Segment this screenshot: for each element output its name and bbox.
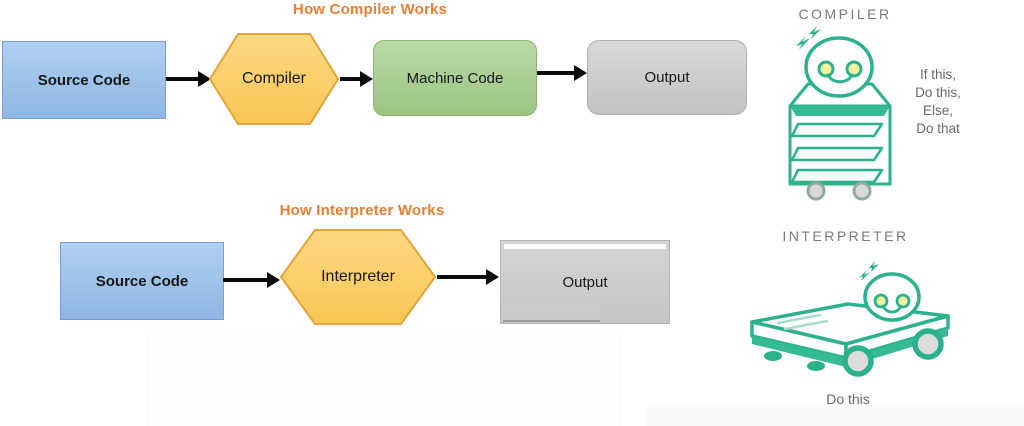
arrow-icon	[340, 71, 373, 87]
window-corner-line	[503, 304, 600, 322]
background-tint	[145, 334, 622, 426]
arrow-head-icon	[360, 71, 373, 87]
note-line: Do that	[916, 121, 960, 136]
wheel-icon	[842, 345, 874, 377]
arrow-icon	[223, 272, 280, 288]
wheel-icon	[912, 328, 944, 360]
wheel-icon	[852, 181, 872, 201]
interpreter-illustration-note: Do this	[826, 391, 870, 407]
hexagon-shape-icon	[209, 33, 339, 125]
interpreter-hexagon-node: Interpreter	[280, 229, 436, 325]
robot-eye-icon	[817, 60, 835, 78]
robot-eye-icon	[845, 60, 863, 78]
lightning-bolt-icon	[869, 261, 879, 272]
arrow-shaft	[437, 275, 486, 279]
source-code-node-compiler: Source Code	[2, 41, 166, 119]
compiler-flow-title: How Compiler Works	[292, 1, 448, 18]
window-highlight-strip	[504, 244, 666, 249]
machine-code-label: Machine Code	[406, 69, 504, 87]
source-code-label: Source Code	[95, 272, 189, 290]
compiler-illustration-note: If this, Do this, Else, Do that	[890, 66, 986, 138]
output-node-compiler: Output	[587, 40, 747, 115]
source-code-node-interpreter: Source Code	[60, 242, 224, 320]
note-line: Do this,	[915, 85, 961, 100]
output-label: Output	[644, 69, 690, 86]
wheel-icon	[807, 361, 825, 371]
robot-eye-icon	[895, 293, 911, 309]
robot-eye-icon	[873, 293, 889, 309]
arrow-icon	[437, 269, 499, 285]
wheel-icon	[764, 351, 782, 361]
lightning-bolt-icon	[796, 36, 810, 50]
output-node-interpreter: Output	[500, 240, 670, 324]
interpreter-flow-title: How Interpreter Works	[279, 202, 445, 219]
arrow-icon	[537, 65, 587, 81]
arrow-shaft	[537, 71, 574, 75]
note-line: If this,	[919, 67, 956, 82]
lightning-bolt-icon	[809, 26, 821, 39]
arrow-head-icon	[486, 269, 499, 285]
arrow-head-icon	[267, 272, 280, 288]
lightning-bolt-icon	[859, 270, 870, 281]
interpreter-robot-illustration	[750, 261, 950, 377]
output-label: Output	[562, 273, 608, 291]
wheel-icon	[806, 181, 826, 201]
hexagon-shape-icon	[280, 229, 436, 325]
arrow-shaft	[223, 278, 267, 282]
background-tint	[647, 407, 1024, 426]
arrow-head-icon	[198, 71, 211, 87]
compiler-hexagon-node: Compiler	[209, 33, 339, 125]
arrow-head-icon	[574, 65, 587, 81]
compiler-illustration-label: COMPILER	[798, 6, 892, 22]
note-line: Else,	[922, 103, 953, 118]
arrow-shaft	[166, 77, 198, 81]
compiler-robot-illustration	[788, 26, 892, 201]
arrow-icon	[166, 71, 211, 87]
interpreter-node-label: Interpreter	[321, 268, 395, 285]
compiler-node-label: Compiler	[241, 70, 306, 87]
interpreter-illustration-label: INTERPRETER	[782, 228, 909, 244]
source-code-label: Source Code	[37, 71, 131, 89]
machine-code-node: Machine Code	[373, 40, 537, 116]
arrow-shaft	[340, 77, 360, 81]
